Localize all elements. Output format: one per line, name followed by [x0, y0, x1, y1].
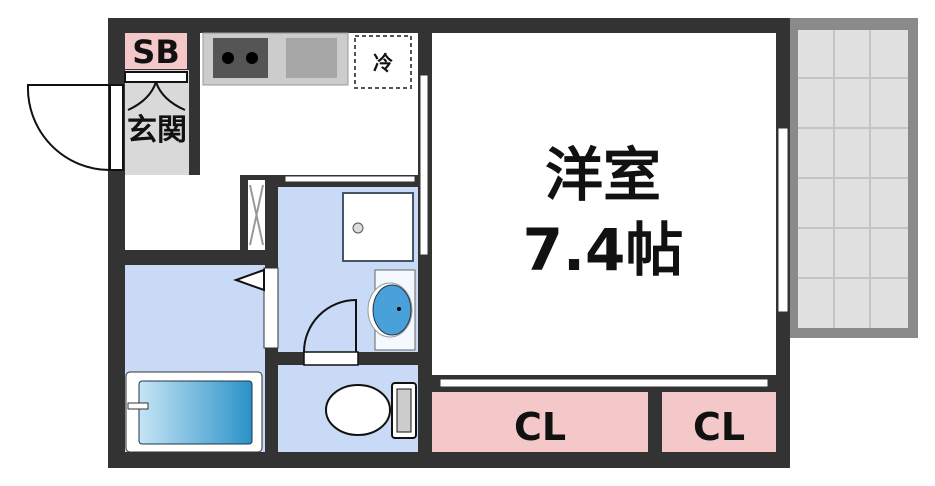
entrance-door [26, 71, 188, 171]
hallway [125, 185, 240, 250]
sliding-door [419, 74, 429, 256]
entrance-label: 玄関 [127, 113, 187, 148]
storage-x-mark [249, 184, 264, 246]
bathtub [125, 371, 263, 453]
washbasin [367, 269, 416, 351]
closet-doors [439, 378, 769, 388]
western-room-size: 7.4帖 [523, 216, 684, 284]
window [777, 127, 789, 313]
toilet [325, 382, 417, 439]
bathroom-door [233, 267, 279, 349]
fridge-space [354, 35, 412, 89]
washroom-door [284, 175, 416, 183]
shoe-box-label: SB [132, 33, 179, 71]
western-room-label: 洋室 [545, 141, 661, 209]
closet-1-label: CL [514, 405, 566, 449]
kitchen-counter [202, 32, 349, 86]
closet-2 [662, 392, 776, 452]
fridge-label: 冷 [373, 51, 393, 75]
western-room [432, 33, 776, 375]
balcony [790, 18, 918, 338]
shoe-box [125, 33, 187, 69]
toilet-door [303, 298, 359, 366]
shower-tray [342, 192, 414, 262]
entrance-area [125, 70, 189, 177]
sink-icon [286, 38, 337, 78]
closet-1 [432, 392, 648, 452]
stove-icon [213, 38, 268, 78]
closet-2-label: CL [693, 405, 745, 449]
